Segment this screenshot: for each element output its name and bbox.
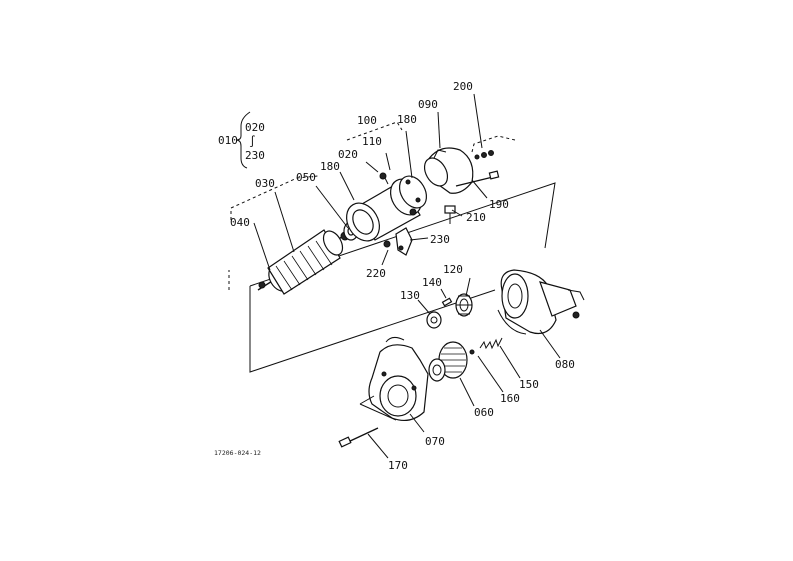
label-090: 090: [418, 98, 438, 111]
label-150: 150: [519, 378, 539, 391]
through-bolt: [455, 170, 500, 187]
bolt-210: [444, 205, 456, 224]
brush-plate: [383, 227, 413, 256]
magnetic-switch: [497, 269, 585, 335]
label-180-left: 180: [320, 160, 340, 173]
assembly-range-to: 230: [245, 149, 265, 162]
label-110: 110: [362, 135, 382, 148]
label-120: 120: [443, 263, 463, 276]
label-160: 160: [500, 392, 520, 405]
label-230: 230: [430, 233, 450, 246]
drive-housing: [359, 336, 429, 422]
end-frame: [423, 147, 474, 194]
label-040: 040: [230, 216, 250, 229]
dashed-group-lines: [228, 121, 516, 290]
ball-160: [469, 349, 475, 355]
drawing-code: 17206-024-12: [214, 449, 261, 457]
label-020: 020: [338, 148, 358, 161]
assembly-number: 010: [218, 134, 238, 147]
label-050: 050: [296, 171, 316, 184]
part-labels: 040 030 050 180 020 110 100 180 090 200 …: [214, 80, 575, 472]
overrunning-clutch: [428, 341, 468, 382]
assembly-brace: [235, 111, 251, 169]
label-080: 080: [555, 358, 575, 371]
label-170: 170: [388, 459, 408, 472]
assembly-range-from: 020: [245, 121, 265, 134]
assembly-bracket: 010 020 ∫ 230: [218, 111, 265, 169]
label-130: 130: [400, 289, 420, 302]
label-210: 210: [466, 211, 486, 224]
label-220: 220: [366, 267, 386, 280]
label-070: 070: [425, 435, 445, 448]
brush-holder: [398, 175, 428, 216]
label-140: 140: [422, 276, 442, 289]
label-030: 030: [255, 177, 275, 190]
label-180-right: 180: [397, 113, 417, 126]
assembly-frame: [249, 182, 556, 373]
label-100: 100: [357, 114, 377, 127]
armature: [257, 229, 350, 295]
spring-150: [479, 337, 503, 350]
screws-200: [474, 150, 494, 160]
pin-140: [441, 297, 453, 307]
assembly-range-separator: ∫: [249, 135, 256, 148]
idle-gear: [455, 293, 473, 317]
roller-130: [426, 311, 442, 329]
leader-lines: [253, 93, 561, 459]
bolt-170: [338, 427, 379, 448]
label-060: 060: [474, 406, 494, 419]
label-190: 190: [489, 198, 509, 211]
label-200: 200: [453, 80, 473, 93]
